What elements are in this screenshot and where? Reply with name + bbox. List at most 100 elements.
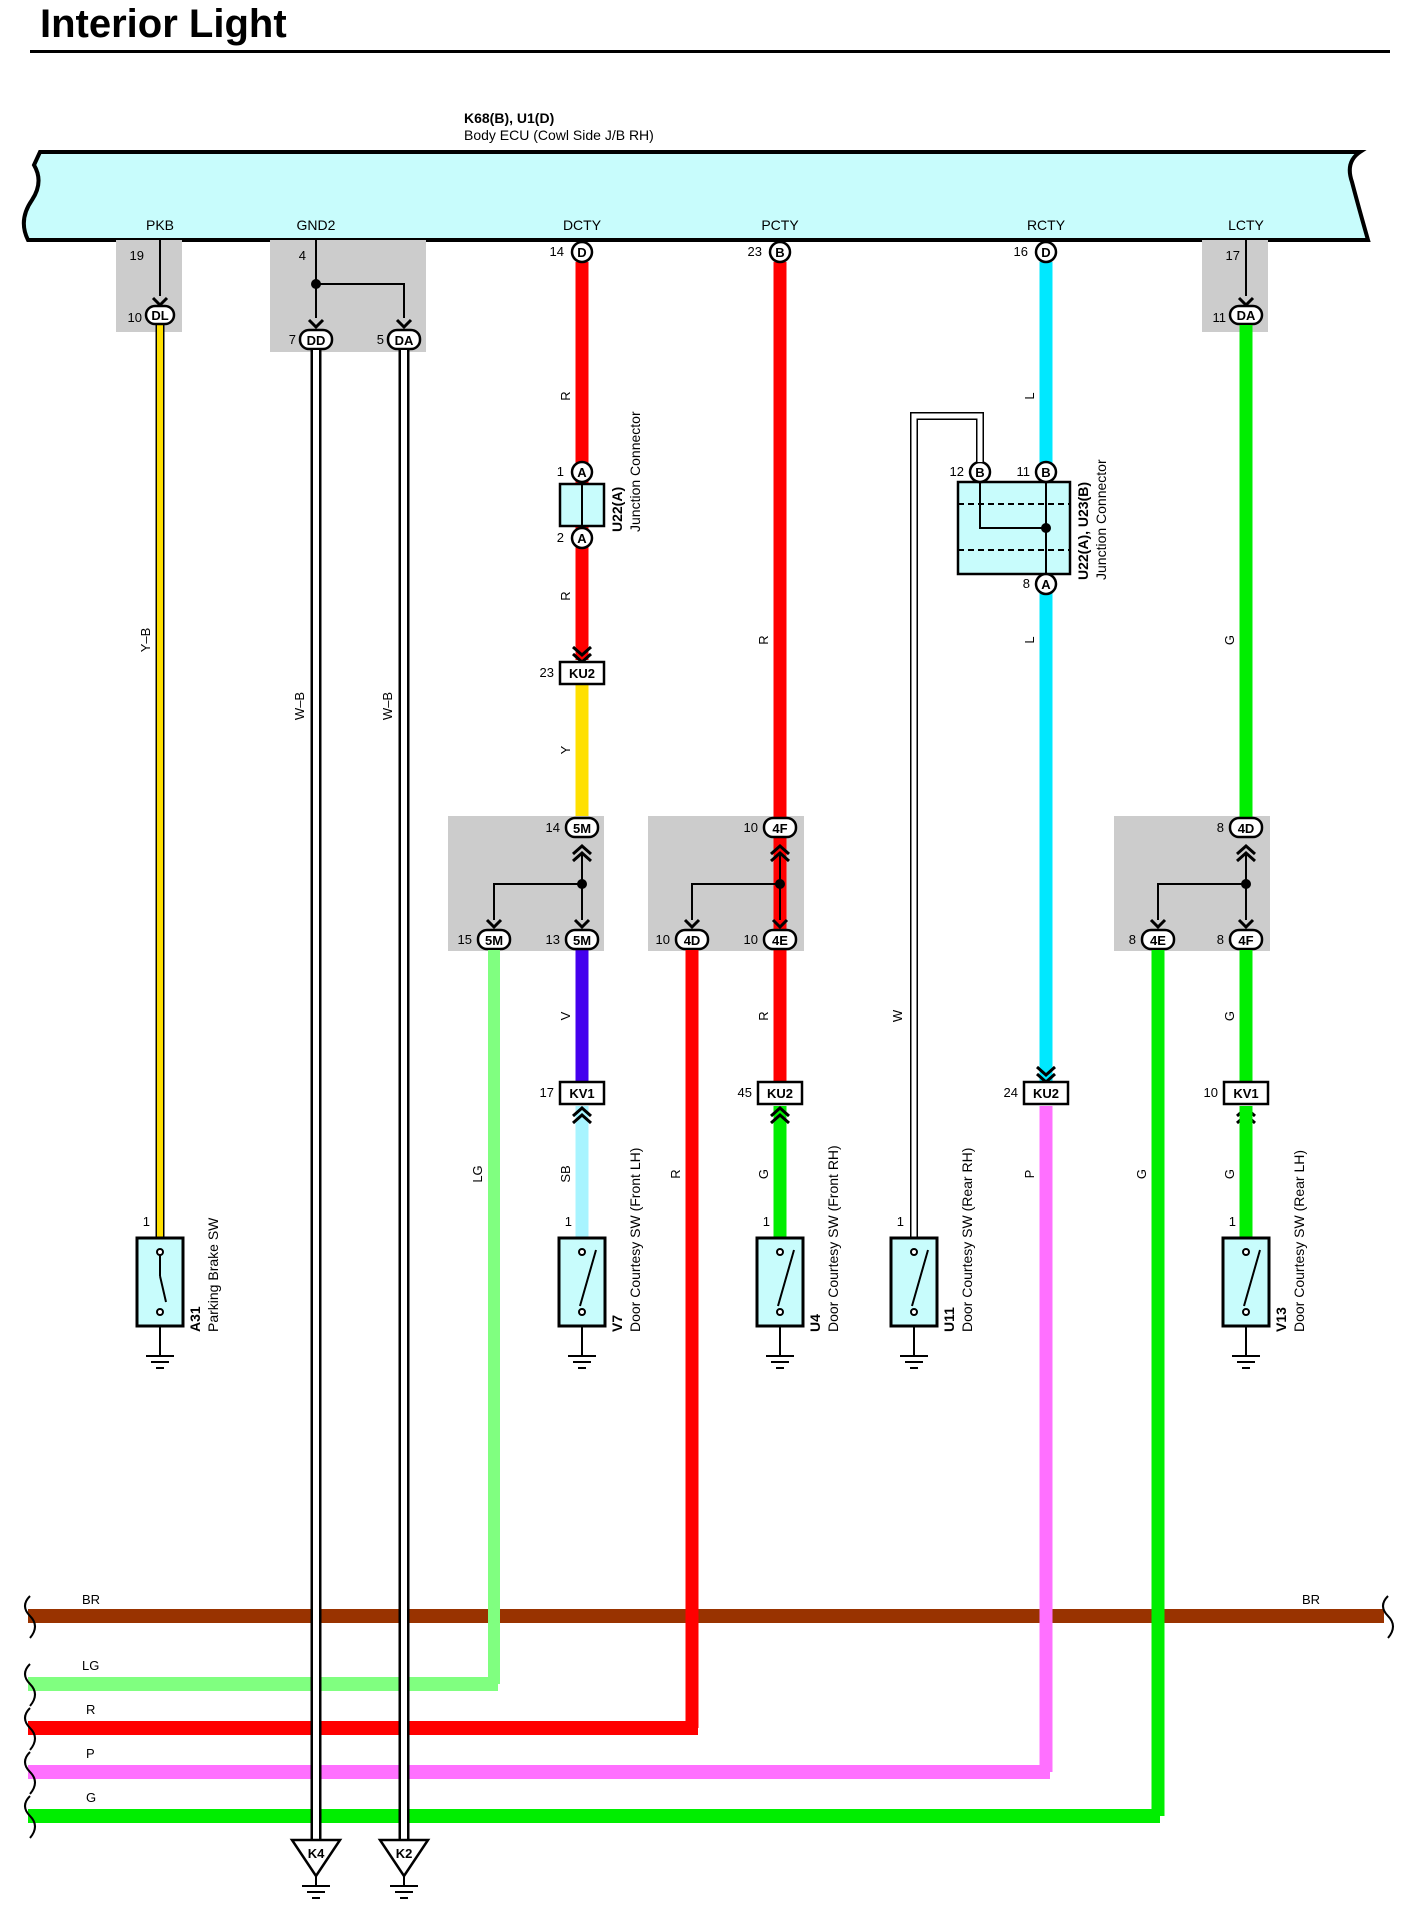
svg-text:14: 14 (550, 244, 564, 259)
svg-text:4E: 4E (772, 933, 788, 948)
svg-text:5: 5 (377, 332, 384, 347)
svg-text:K4: K4 (308, 1846, 325, 1861)
bus-label-p: P (86, 1746, 95, 1761)
ground-k2 (377, 1838, 431, 1879)
switch-v13: V13 Door Courtesy SW (Rear LH) (1221, 1150, 1307, 1369)
svg-text:B: B (975, 465, 984, 480)
svg-text:23: 23 (748, 244, 762, 259)
svg-text:D: D (577, 245, 586, 260)
svg-text:11: 11 (1213, 310, 1227, 325)
svg-text:Junction Connector: Junction Connector (627, 411, 643, 532)
connector-4d-lcty (1228, 816, 1264, 839)
svg-text:8: 8 (1217, 932, 1224, 947)
svg-text:1: 1 (143, 1214, 150, 1229)
ground-k4 (289, 1838, 343, 1879)
svg-text:8: 8 (1129, 932, 1136, 947)
bus-label-r: R (86, 1702, 95, 1717)
connector-b-pcty (768, 240, 792, 264)
ecu-connectors-label: K68(B), U1(D) (464, 110, 554, 126)
svg-text:Door Courtesy SW (Front RH): Door Courtesy SW (Front RH) (825, 1145, 841, 1332)
svg-text:4F: 4F (1238, 933, 1253, 948)
svg-text:5M: 5M (573, 933, 591, 948)
ecu-name-label: Body ECU (Cowl Side J/B RH) (464, 127, 654, 143)
svg-text:5M: 5M (573, 821, 591, 836)
svg-text:A: A (1041, 577, 1051, 592)
bus-label-br-left: BR (82, 1592, 100, 1607)
svg-text:Y–B: Y–B (138, 628, 153, 653)
connector-ku2-dcty (558, 660, 606, 686)
svg-text:8: 8 (1023, 576, 1030, 591)
svg-text:10: 10 (744, 932, 758, 947)
svg-text:Y: Y (558, 745, 573, 754)
connector-d-dcty (570, 240, 594, 264)
svg-text:4: 4 (299, 248, 306, 263)
terminal-pcty: PCTY (761, 217, 799, 233)
svg-text:R: R (558, 391, 573, 400)
switch-v7: V7 Door Courtesy SW (Front LH) (557, 1148, 643, 1369)
svg-text:1: 1 (897, 1214, 904, 1229)
bus-label-g: G (86, 1790, 96, 1805)
svg-text:17: 17 (540, 1085, 554, 1100)
switch-u4: U4 Door Courtesy SW (Front RH) (755, 1145, 841, 1369)
svg-text:10: 10 (1204, 1085, 1218, 1100)
svg-text:R: R (668, 1169, 683, 1178)
svg-text:DA: DA (395, 333, 414, 348)
svg-text:R: R (558, 591, 573, 600)
svg-text:DL: DL (151, 308, 168, 323)
page-title: Interior Light (40, 2, 287, 46)
svg-text:4D: 4D (684, 933, 701, 948)
connector-4d-pcty (674, 928, 710, 951)
svg-text:A31: A31 (187, 1306, 203, 1332)
svg-text:G: G (1134, 1169, 1149, 1179)
svg-text:5M: 5M (485, 933, 503, 948)
connector-da-gnd (386, 328, 422, 351)
svg-text:2: 2 (557, 530, 564, 545)
svg-text:P: P (1022, 1170, 1037, 1179)
svg-text:Door Courtesy SW (Rear RH): Door Courtesy SW (Rear RH) (959, 1148, 975, 1332)
terminal-dcty: DCTY (563, 217, 602, 233)
svg-text:4F: 4F (772, 821, 787, 836)
connector-5m-15 (476, 928, 512, 951)
svg-text:4E: 4E (1150, 933, 1166, 948)
connector-4e-lcty (1140, 928, 1176, 951)
svg-text:K2: K2 (396, 1846, 413, 1861)
svg-text:A: A (577, 465, 587, 480)
svg-text:KU2: KU2 (569, 666, 595, 681)
connector-da-lcty (1228, 304, 1264, 326)
svg-text:7: 7 (289, 332, 296, 347)
svg-text:23: 23 (540, 665, 554, 680)
svg-text:KV1: KV1 (1233, 1086, 1258, 1101)
svg-text:16: 16 (1014, 244, 1028, 259)
svg-text:W–B: W–B (292, 692, 307, 720)
svg-text:45: 45 (738, 1085, 752, 1100)
svg-text:10: 10 (656, 932, 670, 947)
connector-kv1-front-lh (558, 1080, 606, 1106)
switch-a31: A31 Parking Brake SW (135, 1217, 221, 1369)
svg-text:1: 1 (557, 464, 564, 479)
svg-text:R: R (756, 1011, 771, 1020)
svg-text:B: B (775, 245, 784, 260)
svg-text:A: A (577, 531, 587, 546)
terminal-gnd2: GND2 (297, 217, 336, 233)
wire-w (910, 412, 984, 1238)
svg-text:G: G (1222, 1169, 1237, 1179)
svg-text:SB: SB (558, 1165, 573, 1182)
bus-label-br-right: BR (1302, 1592, 1320, 1607)
svg-text:B: B (1041, 465, 1050, 480)
terminal-pkb: PKB (146, 217, 174, 233)
svg-text:DD: DD (307, 333, 326, 348)
connector-dd (298, 328, 334, 351)
connector-kv1-rear-lh (1222, 1080, 1270, 1106)
svg-text:V13: V13 (1273, 1307, 1289, 1332)
connector-d-rcty (1034, 240, 1058, 264)
svg-text:LG: LG (470, 1165, 485, 1182)
svg-text:V: V (558, 1011, 573, 1020)
svg-text:19: 19 (130, 248, 144, 263)
svg-text:Door Courtesy SW (Rear LH): Door Courtesy SW (Rear LH) (1291, 1150, 1307, 1332)
svg-text:15: 15 (458, 932, 472, 947)
svg-text:17: 17 (1226, 248, 1240, 263)
connector-4f-pcty (762, 816, 798, 839)
svg-text:G: G (756, 1169, 771, 1179)
svg-text:L: L (1022, 636, 1037, 643)
